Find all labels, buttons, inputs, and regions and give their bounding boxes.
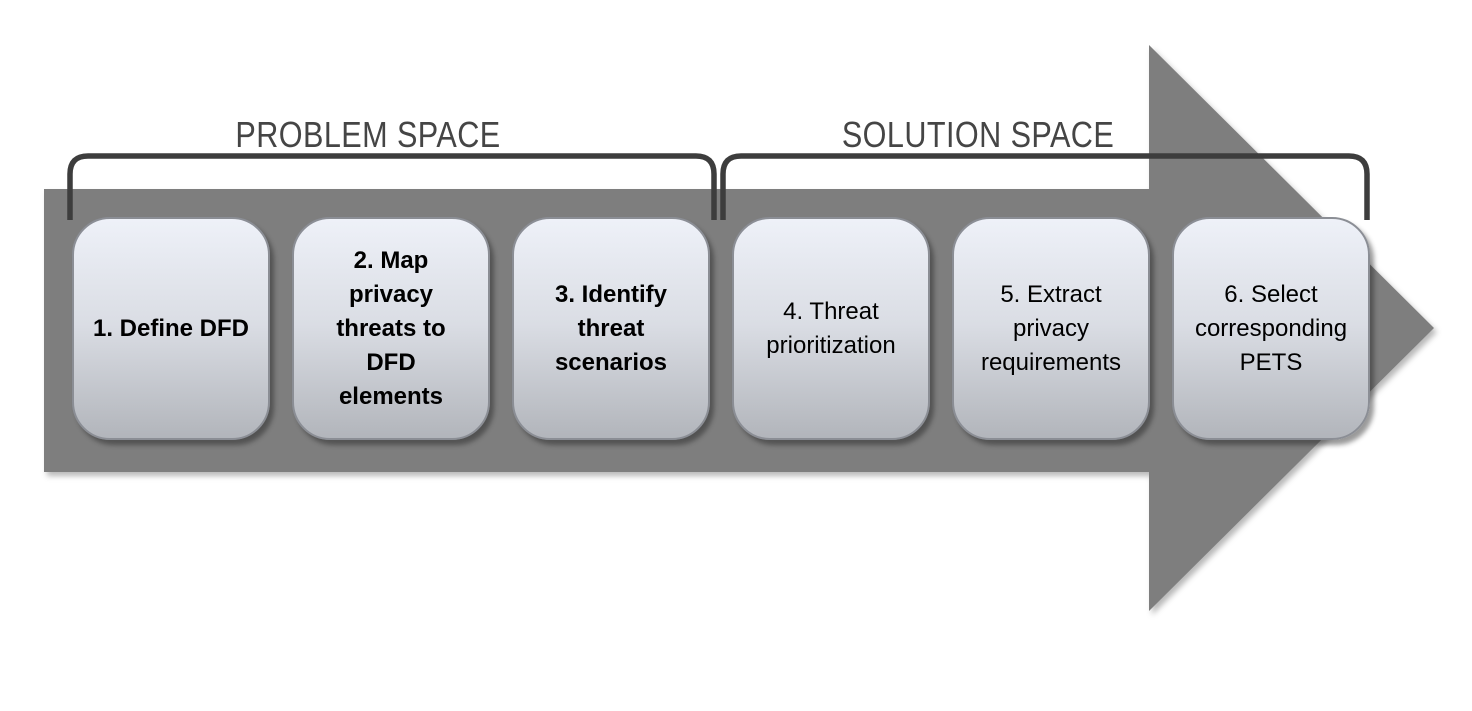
solution-space-bracket <box>720 153 1370 220</box>
step-box-threat-prioritization: 4. Threat prioritization <box>732 217 930 440</box>
step-label: 6. Select corresponding PETS <box>1194 280 1348 376</box>
step-label: 2. Map privacy threats to DFD elements <box>336 246 446 410</box>
problem-space-label: PROBLEM SPACE <box>235 114 501 155</box>
step-box-select-pets: 6. Select corresponding PETS <box>1172 217 1370 440</box>
step-box-extract-privacy-requirements: 5. Extract privacy requirements <box>952 217 1150 440</box>
step-label: 1. Define DFD <box>92 314 250 342</box>
step-label: 4. Threat prioritization <box>766 297 896 359</box>
problem-space-bracket <box>67 153 717 220</box>
step-box-map-privacy-threats: 2. Map privacy threats to DFD elements <box>292 217 490 440</box>
step-label: 3. Identify threat scenarios <box>554 280 668 376</box>
step-label: 5. Extract privacy requirements <box>980 280 1122 376</box>
step-box-define-dfd: 1. Define DFD <box>72 217 270 440</box>
solution-space-label: SOLUTION SPACE <box>841 114 1115 155</box>
step-box-identify-threat-scenarios: 3. Identify threat scenarios <box>512 217 710 440</box>
